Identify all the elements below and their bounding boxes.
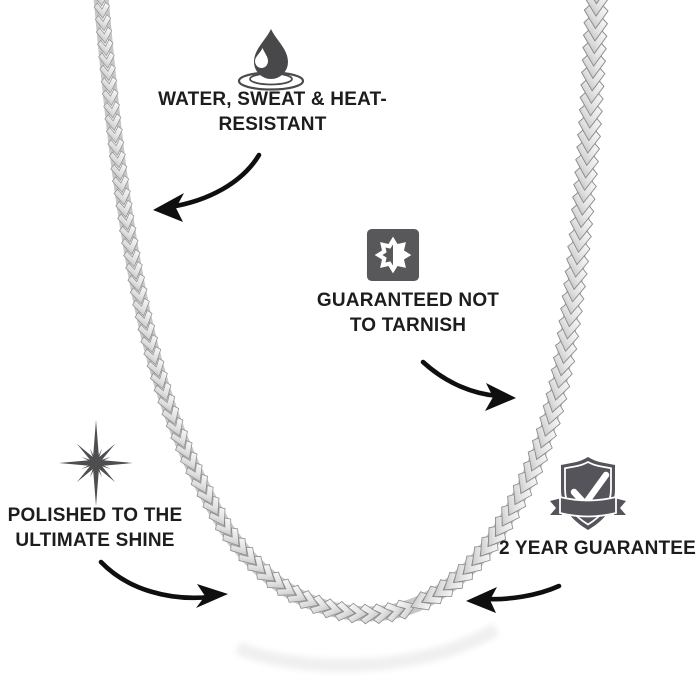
arrow-not-to-tarnish <box>420 359 516 411</box>
arrow-two-year-guarantee <box>466 583 562 613</box>
feature-label-water-resistant: WATER, SWEAT & HEAT- RESISTANT <box>135 87 410 137</box>
feature-label-two-year-guarantee: 2 YEAR GUARANTEE <box>495 536 700 561</box>
feature-label-not-to-tarnish: GUARANTEED NOT TO TARNISH <box>296 288 520 338</box>
label-line: RESISTANT <box>218 114 327 135</box>
feature-label-ultimate-shine: POLISHED TO THE ULTIMATE SHINE <box>0 503 190 553</box>
anti-tarnish-burst-icon <box>366 228 420 282</box>
label-line: 2 YEAR GUARANTEE <box>498 538 697 559</box>
label-line: WATER, SWEAT & HEAT- <box>158 89 387 110</box>
sparkle-shine-icon <box>59 420 133 506</box>
label-line: GUARANTEED NOT <box>316 290 500 311</box>
label-line: TO TARNISH <box>349 315 467 336</box>
arrow-water-resistant <box>153 152 262 222</box>
chain-necklace <box>92 0 610 625</box>
chain-reflection <box>235 623 500 673</box>
water-drop-ripple-icon <box>237 29 305 91</box>
arrow-ultimate-shine <box>98 559 228 608</box>
label-line: POLISHED TO THE <box>7 505 183 526</box>
shield-checkmark-ribbon-icon <box>550 457 626 530</box>
label-line: ULTIMATE SHINE <box>15 530 175 551</box>
